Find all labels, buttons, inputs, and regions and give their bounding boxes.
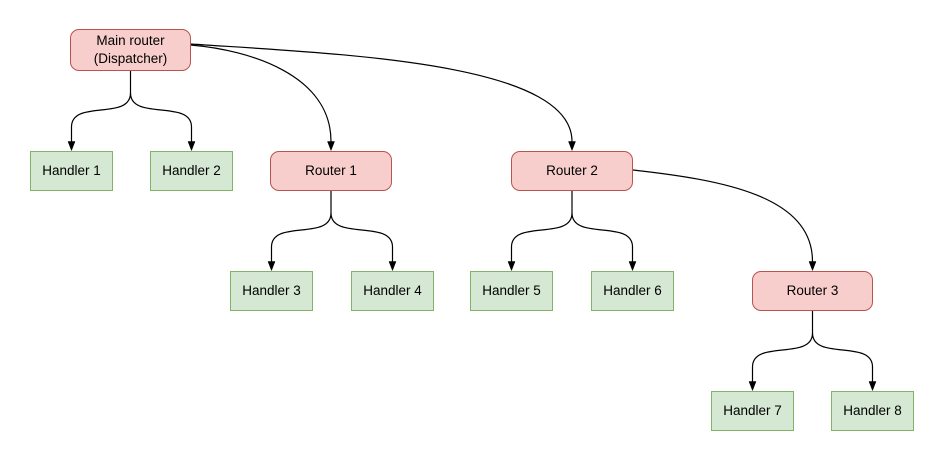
edge-router-1-to-handler-3 <box>267 212 332 272</box>
node-handler-8: Handler 8 <box>831 391 914 431</box>
edge-main-router-to-router-1 <box>190 44 335 152</box>
node-router-1: Router 1 <box>270 151 392 191</box>
arrowhead-icon <box>628 261 637 272</box>
node-router-3: Router 3 <box>752 271 873 311</box>
edge-router-3-to-handler-8 <box>811 332 877 392</box>
node-handler-3: Handler 3 <box>230 271 313 311</box>
edge-router-2-to-router-3 <box>632 169 817 272</box>
edge-main-router-to-handler-1 <box>67 92 132 152</box>
edge-main-router-to-handler-2 <box>129 92 196 152</box>
node-main-router: Main router (Dispatcher) <box>70 29 191 71</box>
edge-router-2-to-handler-5 <box>507 212 573 272</box>
arrowhead-icon <box>267 261 276 272</box>
edge-main-router-to-router-2 <box>190 43 576 152</box>
edge-router-2-to-handler-6 <box>571 212 637 272</box>
arrowhead-icon <box>568 141 576 152</box>
node-handler-2: Handler 2 <box>150 151 233 191</box>
node-handler-6: Handler 6 <box>591 271 674 311</box>
edge-router-3-to-handler-7 <box>748 332 814 392</box>
arrowhead-icon <box>388 261 397 272</box>
arrowhead-icon <box>507 261 516 272</box>
node-router-2: Router 2 <box>511 151 633 191</box>
node-handler-1: Handler 1 <box>30 151 113 191</box>
node-handler-7: Handler 7 <box>711 391 794 431</box>
node-handler-5: Handler 5 <box>470 271 553 311</box>
arrowhead-icon <box>748 381 757 392</box>
edge-router-1-to-handler-4 <box>330 212 397 272</box>
arrowhead-icon <box>67 141 76 152</box>
arrowhead-icon <box>327 141 335 152</box>
node-handler-4: Handler 4 <box>351 271 434 311</box>
arrowhead-icon <box>187 141 196 152</box>
arrowhead-icon <box>868 381 877 392</box>
arrowhead-icon <box>808 261 817 272</box>
